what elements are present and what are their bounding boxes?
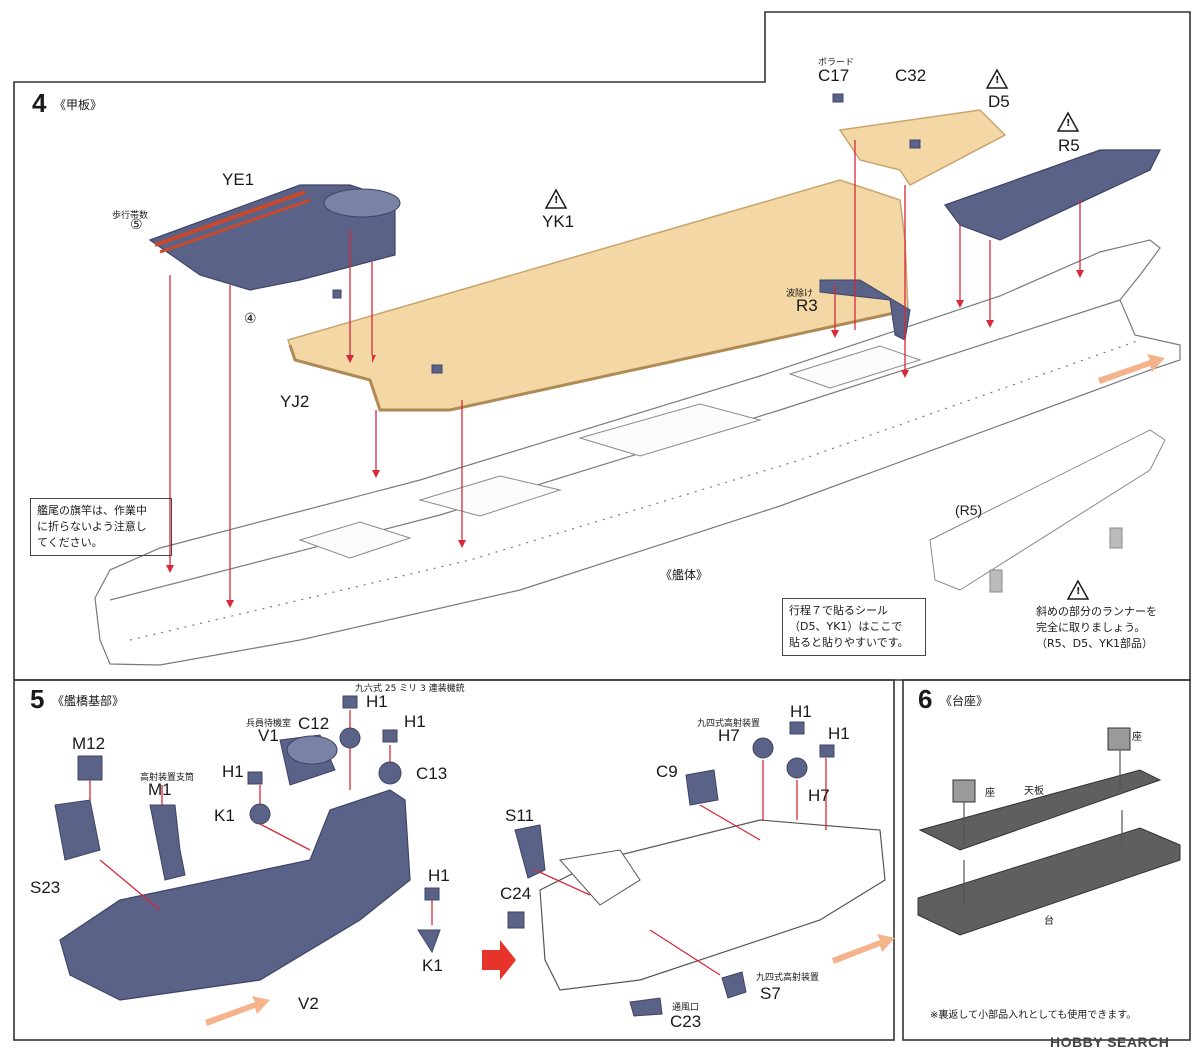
label-top-sub: 九六式 25 ミリ 3 連装機銃: [355, 684, 465, 694]
label-base: 台: [1044, 916, 1054, 927]
warning-icon: !: [1066, 118, 1071, 129]
deck-d5: [838, 109, 1007, 186]
label-r3: R3: [796, 296, 818, 315]
step-6-number: 6: [918, 684, 933, 714]
hull-label: 《艦体》: [660, 568, 709, 582]
big-red-arrow: [482, 940, 516, 980]
label-h1-top: H1: [366, 692, 388, 711]
label-c32: C32: [895, 66, 927, 85]
label-s7: S7: [760, 984, 781, 1003]
watermark: HOBBY SEARCH: [1050, 1034, 1170, 1050]
bridge-right-parts: [507, 721, 835, 1017]
label-yk1: YK1: [542, 212, 575, 231]
label-ye1: YE1: [222, 170, 255, 189]
stand: [917, 727, 1181, 936]
label-c23: C23: [670, 1012, 702, 1031]
label-h1-left: H1: [222, 762, 244, 781]
label-c24: C24: [500, 884, 532, 903]
note-sticker-line-3: 貼ると貼りやすいです。: [789, 636, 909, 649]
arrows-step5-left: [89, 710, 433, 925]
label-top-plate: 天板: [1024, 786, 1044, 797]
label-m12: M12: [72, 734, 106, 753]
label-r3-sub: 波除け: [786, 289, 814, 299]
bridge-base-v2: [59, 789, 411, 1001]
label-seat-left: 座: [985, 788, 995, 799]
note-runner-line-1: 斜めの部分のランナーを: [1036, 605, 1157, 618]
part-ye1: [148, 184, 401, 291]
direction-arrows: [205, 354, 1165, 1026]
label-m1-sub: 高射装置支筒: [140, 773, 195, 783]
label-m1: M1: [148, 780, 172, 799]
label-h7-top: H7: [718, 726, 740, 745]
assembly-arrows-step4: [169, 140, 1081, 600]
arrow-heads-step4: [166, 270, 1084, 608]
label-h1-bottom: H1: [428, 866, 450, 885]
label-v1: V1: [258, 726, 279, 745]
label-d5: D5: [988, 92, 1010, 111]
warning-triangles: [544, 68, 1090, 600]
label-v2: V2: [298, 994, 319, 1013]
stern-detail: [929, 429, 1166, 593]
warning-icon: !: [1076, 586, 1081, 597]
label-h7-right: H7: [808, 786, 830, 805]
label-v1-sub: 兵員待機室: [246, 719, 292, 729]
label-h1-r1: H1: [790, 702, 812, 721]
step-6-title: 《台座》: [940, 694, 989, 708]
bridge-small-parts: [54, 695, 441, 954]
step-4-number: 4: [32, 88, 47, 118]
label-c9: C9: [656, 762, 678, 781]
label-s11: S11: [505, 806, 534, 825]
walkway-label: 歩行帯数: [112, 211, 149, 221]
label-r5-paren: (R5): [955, 502, 983, 518]
note-stern-line-2: に折らないよう注意し: [37, 520, 147, 533]
label-h1-right: H1: [404, 712, 426, 731]
step-5-number: 5: [30, 684, 45, 714]
small-parts-step4: [332, 93, 921, 374]
note-stern-line-3: てください。: [37, 536, 103, 549]
label-r5: R5: [1058, 136, 1080, 155]
deck-yk1: [287, 179, 909, 412]
note-stern-flag: 艦尾の旗竿は、作業中 に折らないよう注意し てください。: [30, 498, 172, 556]
label-c17-sub: ボラード: [818, 58, 855, 68]
label-yj2: YJ2: [280, 392, 310, 411]
warning-icon: !: [995, 75, 1000, 86]
arrows-step5-right: [534, 758, 827, 976]
part-r3: [819, 279, 911, 341]
label-k1-bottom: K1: [422, 956, 443, 975]
note-sticker-line-1: 行程７で貼るシール: [789, 604, 888, 617]
label-s7-sub: 九四式高射装置: [756, 973, 820, 983]
label-seat-right: 座: [1132, 732, 1142, 743]
circled-5: ⑤: [130, 216, 143, 232]
arrows-step6: [963, 750, 1123, 905]
label-h1-r2: H1: [828, 724, 850, 743]
note-runner: 斜めの部分のランナーを 完全に取りましょう。 （R5、D5、YK1部品）: [1036, 604, 1186, 652]
hull-wells: [298, 345, 922, 559]
bridge-assembled: [539, 819, 886, 991]
label-h7-sub: 九四式高射装置: [697, 719, 761, 729]
warning-icon: !: [554, 195, 559, 206]
note-stern-line-1: 艦尾の旗竿は、作業中: [37, 504, 147, 517]
note-sticker-line-2: （D5、YK1）はここで: [789, 620, 903, 633]
circled-4: ④: [244, 310, 257, 326]
label-k1-left: K1: [214, 806, 235, 825]
note-runner-line-3: （R5、D5、YK1部品）: [1036, 637, 1154, 650]
label-c13: C13: [416, 764, 448, 783]
step-5-title: 《艦橋基部》: [52, 694, 125, 708]
page-frame: [13, 11, 1191, 1041]
label-c23-sub: 通風口: [672, 1003, 700, 1013]
note-runner-line-2: 完全に取りましょう。: [1036, 621, 1146, 634]
note-sticker: 行程７で貼るシール （D5、YK1）はここで 貼ると貼りやすいです。: [782, 598, 926, 656]
note-step6: ※裏返して小部品入れとしても使用できます。: [930, 1010, 1137, 1021]
label-s23: S23: [30, 878, 61, 897]
label-c12: C12: [298, 714, 330, 733]
label-c17: C17: [818, 66, 850, 85]
step-4-title: 《甲板》: [54, 98, 103, 112]
part-r5: [944, 149, 1161, 241]
